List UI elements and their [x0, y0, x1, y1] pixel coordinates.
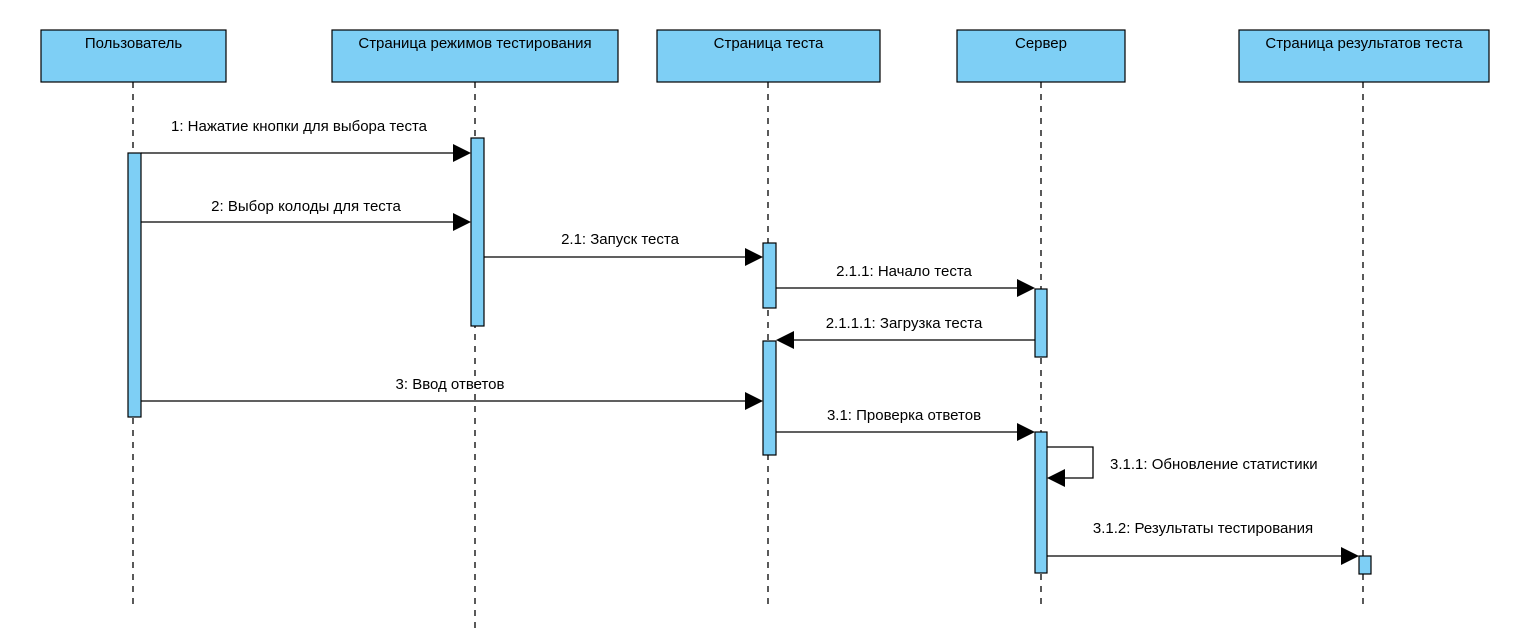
- message-3-arrowhead: [745, 392, 763, 410]
- message-2-1-1-1-label: 2.1.1.1: Загрузка теста: [826, 315, 983, 332]
- message-2-1-1: 2.1.1: Начало теста: [776, 263, 1035, 297]
- message-2-1: 2.1: Запуск теста: [484, 231, 763, 266]
- participant-label-modes-page: Страница режимов тестирования: [358, 35, 591, 52]
- message-2-1-1-arrowhead: [1017, 279, 1035, 297]
- message-2-1-1-1: 2.1.1.1: Загрузка теста: [776, 315, 1035, 349]
- participant-box-server: [956, 29, 1126, 83]
- participant-label-user: Пользователь: [85, 35, 183, 52]
- message-2-1-1-1-arrowhead: [776, 331, 794, 349]
- message-3-1-arrowhead: [1017, 423, 1035, 441]
- message-3-1-2-label: 3.1.2: Результаты тестирования: [1093, 520, 1313, 537]
- activation-test-page-2: [762, 340, 777, 456]
- message-3-1-2: 3.1.2: Результаты тестирования: [1047, 520, 1359, 565]
- message-3-1-1-label: 3.1.1: Обновление статистики: [1110, 456, 1318, 473]
- message-2-1-label: 2.1: Запуск теста: [561, 231, 680, 248]
- message-2: 2: Выбор колоды для теста: [141, 198, 471, 231]
- message-2-1-1-label: 2.1.1: Начало теста: [836, 263, 972, 280]
- participant-test-page: Страница теста: [656, 29, 881, 83]
- message-3-1-1-arrowhead: [1047, 469, 1065, 487]
- message-3-1-2-arrowhead: [1341, 547, 1359, 565]
- message-2-arrowhead: [453, 213, 471, 231]
- participant-results-page: Страница результатов теста: [1238, 29, 1490, 83]
- participant-modes-page: Страница режимов тестирования: [331, 29, 619, 83]
- message-1-arrowhead: [453, 144, 471, 162]
- activation-modes-page: [470, 137, 485, 327]
- activation-user: [127, 152, 142, 418]
- message-2-1-arrowhead: [745, 248, 763, 266]
- message-3-1-1-line: [1047, 446, 1094, 479]
- participant-label-results-page: Страница результатов теста: [1265, 35, 1463, 52]
- message-2-label: 2: Выбор колоды для теста: [211, 198, 401, 215]
- activation-server-1: [1034, 288, 1048, 358]
- activation-results-page: [1358, 555, 1372, 575]
- participant-label-server: Сервер: [1015, 35, 1067, 52]
- message-3: 3: Ввод ответов: [141, 376, 763, 410]
- message-1-label: 1: Нажатие кнопки для выбора теста: [171, 118, 428, 135]
- message-1: 1: Нажатие кнопки для выбора теста: [141, 118, 471, 162]
- activation-server-2: [1034, 431, 1048, 574]
- participant-box-test-page: [656, 29, 881, 83]
- message-3-1-label: 3.1: Проверка ответов: [827, 407, 981, 424]
- participant-box-results-page: [1238, 29, 1490, 83]
- message-3-1-1: 3.1.1: Обновление статистики: [1047, 446, 1318, 487]
- activation-test-page-1: [762, 242, 777, 309]
- participant-label-test-page: Страница теста: [714, 35, 824, 52]
- message-3-label: 3: Ввод ответов: [396, 376, 505, 393]
- participant-server: Сервер: [956, 29, 1126, 83]
- message-3-1: 3.1: Проверка ответов: [776, 407, 1035, 441]
- participant-user: Пользователь: [40, 29, 227, 83]
- participant-box-modes-page: [331, 29, 619, 83]
- participant-box-user: [40, 29, 227, 83]
